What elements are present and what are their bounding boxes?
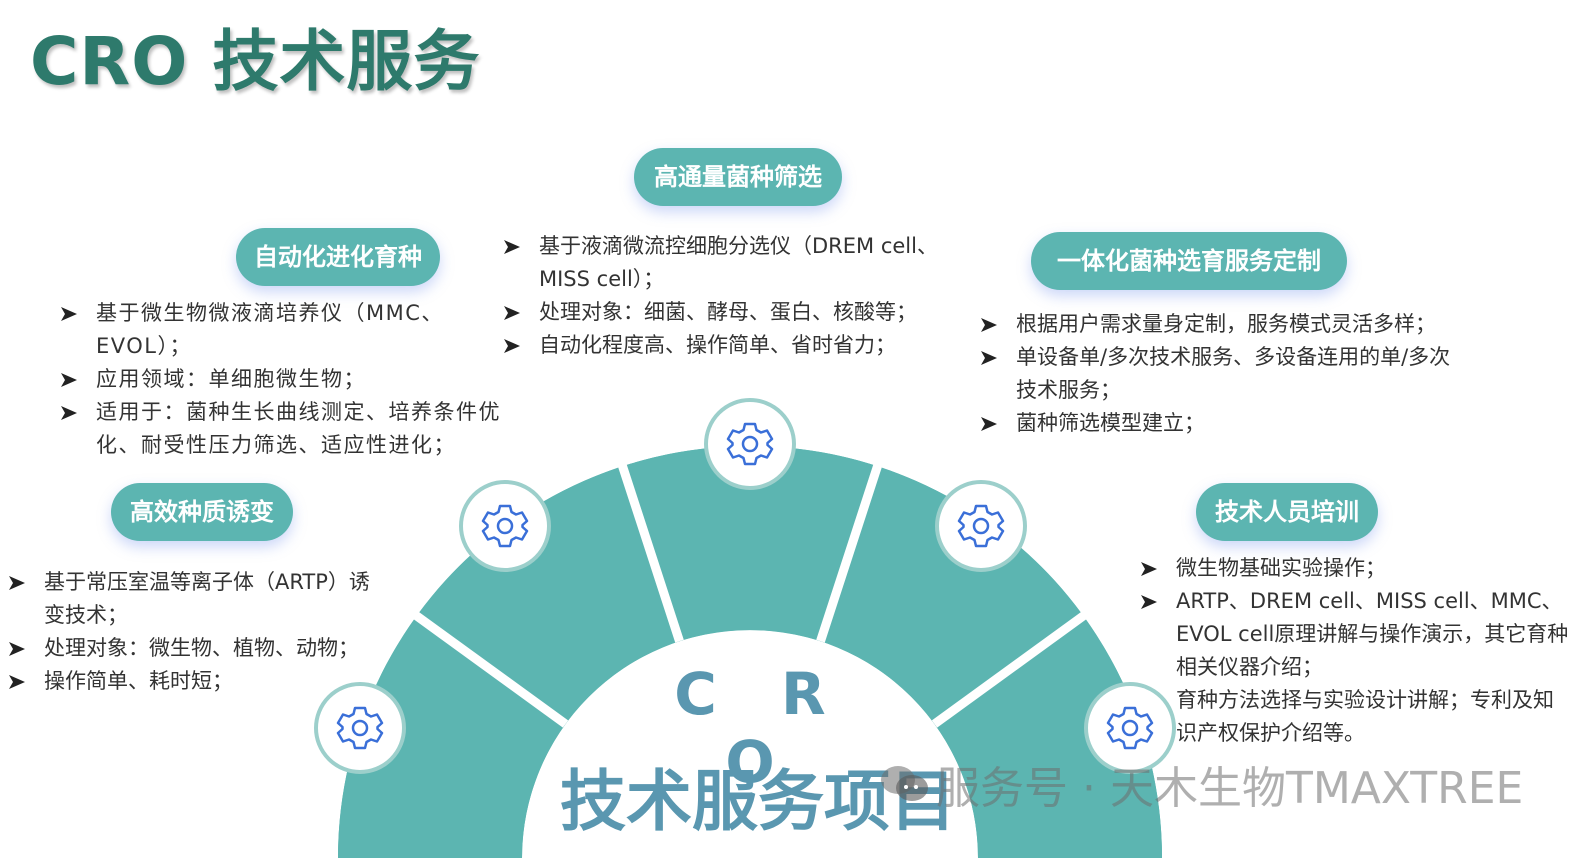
- gear-icon: [481, 504, 529, 548]
- section-list-automated-evolution: 基于微生物微液滴培养仪（MMC、EVOL）； 应用领域：单细胞微生物； 适用于：…: [60, 297, 515, 462]
- arrow-bullet-icon: [504, 240, 520, 254]
- arrow-bullet-icon: [9, 675, 25, 689]
- list-item: 处理对象：微生物、植物、动物；: [8, 632, 388, 665]
- list-item: 根据用户需求量身定制，服务模式灵活多样；: [980, 308, 1470, 341]
- list-item: ARTP、DREM cell、MISS cell、MMC、EVOL cell原理…: [1140, 585, 1570, 684]
- arrow-bullet-icon: [9, 576, 25, 590]
- page-title: CRO 技术服务: [30, 23, 481, 100]
- gear-badge-2: [459, 480, 551, 572]
- arrow-bullet-icon: [504, 339, 520, 353]
- list-item-continuation: 育种方法选择与实验设计讲解；专利及知识产权保护介绍等。: [1176, 688, 1554, 745]
- arrow-bullet-icon: [61, 373, 77, 387]
- section-pill-technician-training: 技术人员培训: [1196, 483, 1378, 541]
- gear-badge-5: [1084, 682, 1176, 774]
- section-list-technician-training: 微生物基础实验操作； ARTP、DREM cell、MISS cell、MMC、…: [1140, 552, 1570, 750]
- watermark: 服务号 · 天木生物TMAXTREE: [878, 752, 1523, 816]
- gear-badge-3: [704, 398, 796, 490]
- list-item: 应用领域：单细胞微生物；: [60, 363, 515, 396]
- list-item: 自动化程度高、操作简单、省时省力；: [503, 329, 973, 362]
- section-pill-integrated-custom-service: 一体化菌种选育服务定制: [1031, 232, 1347, 290]
- list-item: 基于常压室温等离子体（ARTP）诱变技术；: [8, 566, 388, 632]
- arrow-bullet-icon: [1141, 595, 1157, 609]
- ring-dividers: [409, 461, 1091, 728]
- section-list-high-throughput-screening: 基于液滴微流控细胞分选仪（DREM cell、MISS cell）； 处理对象：…: [503, 230, 973, 362]
- arrow-bullet-icon: [981, 318, 997, 332]
- list-item: 处理对象：细菌、酵母、蛋白、核酸等；: [503, 296, 973, 329]
- list-item: 微生物基础实验操作；: [1140, 552, 1570, 585]
- arrow-bullet-icon: [1141, 562, 1157, 576]
- arrow-bullet-icon: [981, 351, 997, 365]
- arrow-bullet-icon: [981, 417, 997, 431]
- chat-bubble-icon: [878, 762, 930, 806]
- center-label-cro: C R O: [674, 660, 848, 796]
- gear-icon: [726, 422, 774, 466]
- section-pill-efficient-mutagenesis: 高效种质诱变: [111, 483, 293, 541]
- arrow-bullet-icon: [504, 306, 520, 320]
- section-list-integrated-custom-service: 根据用户需求量身定制，服务模式灵活多样； 单设备单/多次技术服务、多设备连用的单…: [980, 308, 1470, 440]
- gear-badge-1: [314, 682, 406, 774]
- list-item: 基于微生物微液滴培养仪（MMC、EVOL）；: [60, 297, 515, 363]
- gear-badge-4: [935, 480, 1027, 572]
- gear-icon: [336, 706, 384, 750]
- arrow-bullet-icon: [61, 406, 77, 420]
- arrow-bullet-icon: [61, 307, 77, 321]
- list-item: 操作简单、耗时短；: [8, 665, 388, 698]
- section-pill-automated-evolution: 自动化进化育种: [236, 228, 440, 286]
- list-item: 适用于：菌种生长曲线测定、培养条件优化、耐受性压力筛选、适应性进化；: [60, 396, 515, 462]
- list-item: 单设备单/多次技术服务、多设备连用的单/多次技术服务；: [980, 341, 1470, 407]
- arrow-bullet-icon: [9, 642, 25, 656]
- section-pill-high-throughput-screening: 高通量菌种筛选: [634, 148, 842, 206]
- list-item: 基于液滴微流控细胞分选仪（DREM cell、MISS cell）；: [503, 230, 973, 296]
- gear-icon: [957, 504, 1005, 548]
- section-list-efficient-mutagenesis: 基于常压室温等离子体（ARTP）诱变技术； 处理对象：微生物、植物、动物； 操作…: [8, 566, 388, 698]
- gear-icon: [1106, 706, 1154, 750]
- list-item: 菌种筛选模型建立；: [980, 407, 1470, 440]
